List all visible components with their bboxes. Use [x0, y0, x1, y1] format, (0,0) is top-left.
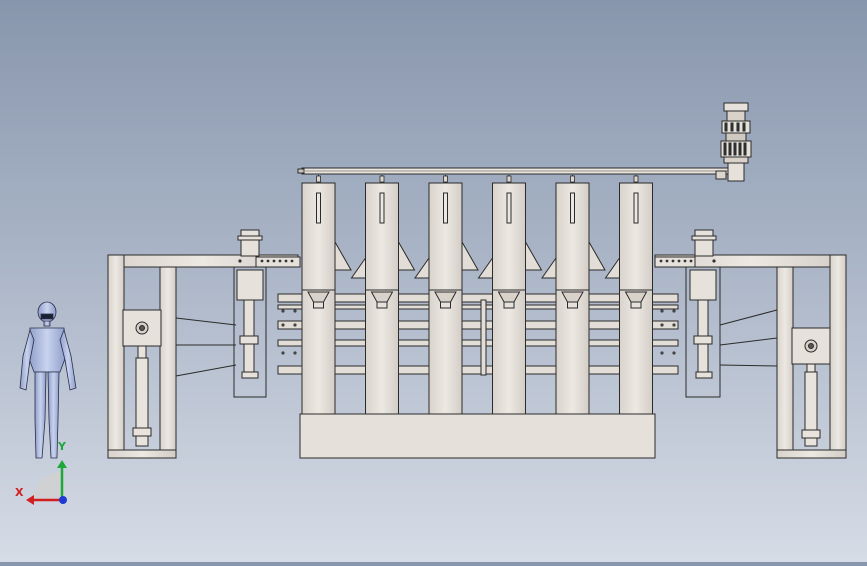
drive-motor-icon: [720, 102, 752, 182]
right-frame-bolts: [659, 259, 716, 263]
hopper-2: [350, 175, 416, 415]
axis-x-label: X: [15, 486, 24, 499]
rail-bolts: [281, 309, 676, 355]
coordinate-triad-icon: [26, 460, 67, 505]
human-reference-figure: [19, 301, 77, 459]
feed-pipe: [297, 167, 731, 180]
hopper-5: [541, 175, 606, 415]
hopper-1: [301, 175, 352, 415]
left-bearing-block: [122, 309, 162, 347]
left-tie-rods: [175, 317, 237, 377]
left-gantry-frame: [107, 254, 301, 459]
left-frame-bolts: [238, 259, 294, 263]
right-vertical-shaft: [801, 363, 821, 447]
hopper-6: [604, 175, 653, 415]
hopper-row: [301, 175, 653, 415]
right-tie-rods: [719, 309, 778, 367]
left-vertical-shaft: [132, 345, 152, 447]
right-bearing-block: [791, 327, 831, 365]
axis-y-label: Y: [58, 440, 66, 453]
right-tensioner-column: [685, 229, 721, 398]
hopper-3: [414, 175, 479, 415]
base-block: [299, 413, 656, 459]
center-post: [480, 299, 487, 376]
conveyor-rails: [277, 293, 679, 375]
hopper-4: [477, 175, 543, 415]
left-tensioner-column: [233, 229, 267, 398]
